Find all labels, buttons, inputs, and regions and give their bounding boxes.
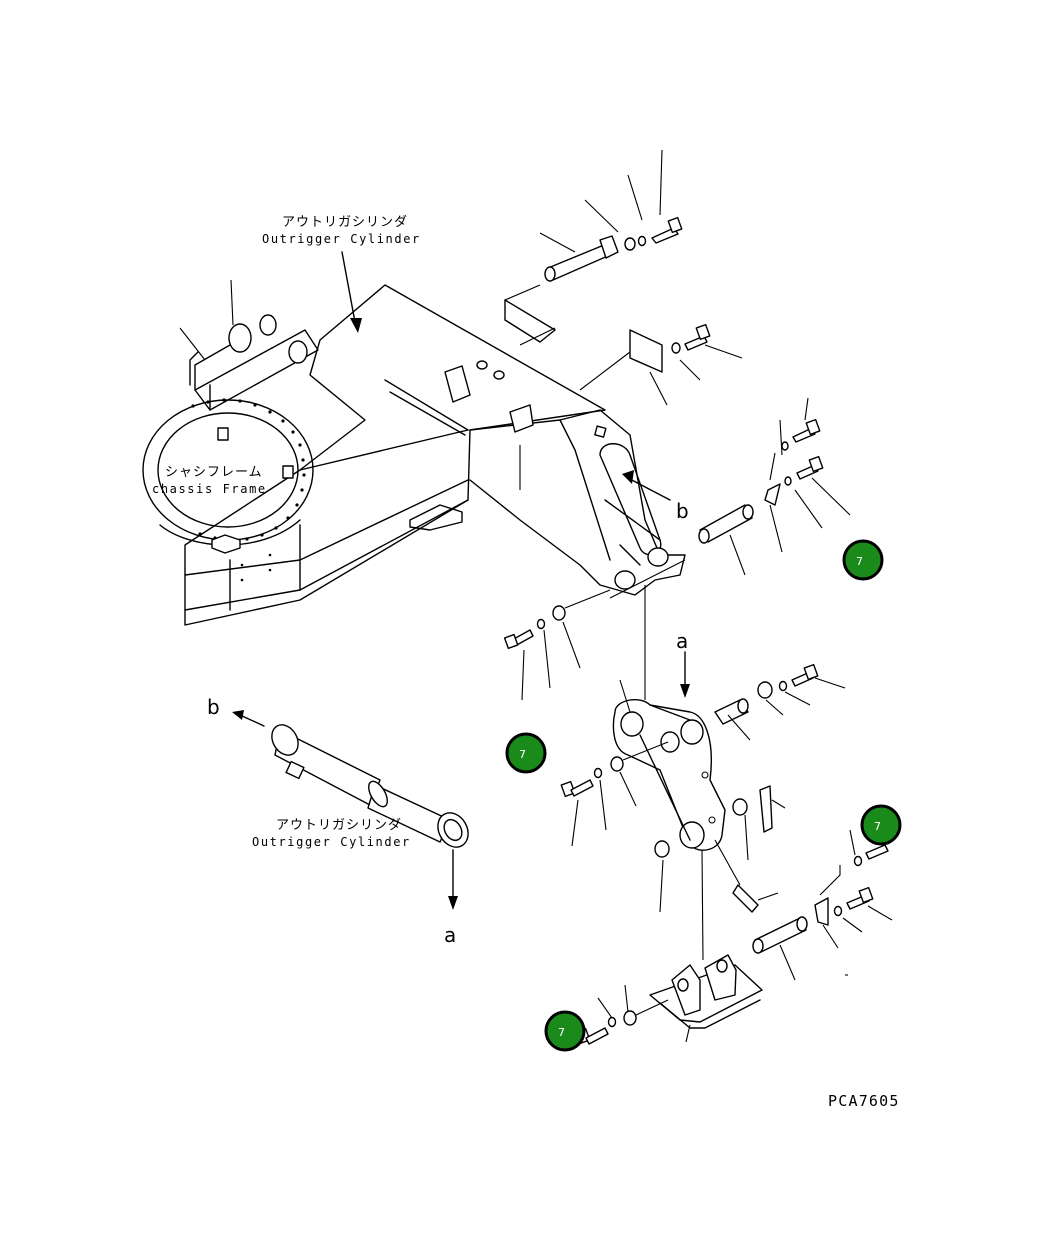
chassis-frame (184, 284, 606, 626)
cylinder-top-label-jp: アウトリガシリンダ (282, 215, 408, 230)
outrigger-cylinder-installed (189, 314, 319, 411)
frame-label-en: chassis Frame (152, 482, 267, 496)
svg-text:7: 7 (856, 555, 863, 568)
cylinder-top-label-en: Outrigger Cylinder (262, 232, 421, 246)
link-assembly (560, 663, 846, 961)
ref-a-upper: a (676, 629, 688, 653)
ref-b-upper: b (676, 499, 689, 523)
drawing-code: PCA7605 (828, 1092, 900, 1110)
svg-text:7: 7 (874, 820, 881, 833)
svg-text:7: 7 (558, 1026, 565, 1039)
outrigger-arm (469, 409, 686, 596)
callout-badge[interactable]: 7 (505, 732, 547, 774)
cylinder-bottom-label-en: Outrigger Cylinder (252, 835, 411, 849)
callout-badge[interactable]: 7 (842, 539, 884, 581)
reference-arrows (179, 251, 690, 910)
float-pad (575, 829, 893, 1045)
ref-b-lower: b (207, 695, 220, 719)
frame-label-jp: シャシフレーム (165, 465, 263, 480)
callout-badge[interactable]: 7 (860, 804, 902, 846)
left-fastener-group (503, 589, 611, 701)
upper-pin-group (504, 149, 683, 346)
svg-text:7: 7 (519, 748, 526, 761)
ref-a-lower: a (444, 923, 456, 947)
arm-pin-group (609, 397, 851, 700)
cover-plate-group (444, 323, 743, 490)
outrigger-cylinder-loose (271, 724, 469, 848)
cylinder-bottom-label-jp: アウトリガシリンダ (276, 818, 402, 833)
callout-badge[interactable]: 7 (544, 1010, 586, 1052)
